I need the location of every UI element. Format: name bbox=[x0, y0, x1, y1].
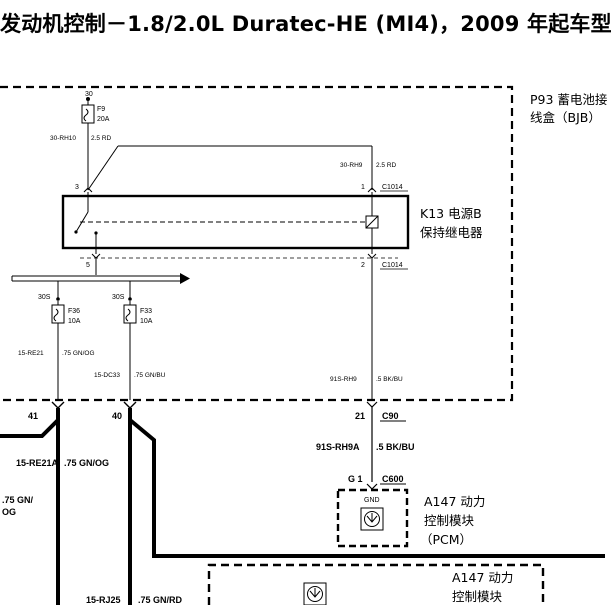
fuse-f33-feed: 30S bbox=[112, 294, 125, 301]
relay-k13 bbox=[61, 194, 410, 250]
fuse-f36-feed: 30S bbox=[38, 294, 51, 301]
connector-c600: C600 bbox=[382, 474, 404, 484]
fuse-f9 bbox=[81, 97, 95, 190]
wire-15re21-circuit: 15-RE21 bbox=[18, 350, 44, 357]
pin-40: 40 bbox=[112, 411, 122, 421]
page-title: 发动机控制－1.8/2.0L Duratec-HE (MI4)，2009 年起车… bbox=[0, 12, 612, 36]
wire-91srh9-spec: .5 BK/BU bbox=[376, 376, 403, 383]
relay-feed-wire bbox=[87, 145, 373, 191]
c600-pin: G 1 bbox=[348, 474, 363, 484]
relay-label-line2: 保持继电器 bbox=[420, 225, 483, 240]
connector-c90: C90 bbox=[382, 411, 399, 421]
bjb-enclosure bbox=[0, 85, 514, 402]
relay-label-line1: K13 电源B bbox=[420, 206, 482, 221]
relay-pin-3: 3 bbox=[75, 184, 79, 191]
pcm2-label-line2: 控制模块 bbox=[452, 589, 503, 604]
harness-wires bbox=[0, 407, 605, 605]
fuse-f36 bbox=[51, 301, 65, 400]
pin-21: 21 bbox=[355, 411, 365, 421]
fuse-f33-id: F33 bbox=[140, 308, 152, 315]
wire-15re21-spec: .75 GN/OG bbox=[62, 350, 95, 357]
wire-15rj25-circuit: 15-RJ25 bbox=[86, 595, 121, 605]
pin-41: 41 bbox=[28, 411, 38, 421]
pcm1-label-line3: （PCM） bbox=[420, 532, 472, 547]
wire-15dc33-spec: .75 GN/BU bbox=[134, 372, 166, 379]
wire-30rh9-circuit: 30-RH9 bbox=[340, 162, 363, 169]
relay-pin-1: 1 bbox=[361, 184, 365, 191]
fuse-f9-id: F9 bbox=[97, 106, 105, 113]
bus-bar bbox=[11, 273, 190, 284]
wire-left-line1: .75 GN/ bbox=[2, 495, 34, 505]
wire-15re21a-circuit: 15-RE21A bbox=[16, 458, 59, 468]
wire-91srh9a-spec: .5 BK/BU bbox=[376, 442, 415, 452]
fuse-f33 bbox=[123, 301, 137, 400]
pcm1-label-line1: A147 动力 bbox=[424, 494, 485, 509]
fuse-f33-rating: 10A bbox=[140, 318, 153, 325]
wire-15re21a-spec: .75 GN/OG bbox=[64, 458, 109, 468]
relay-connector-top: C1014 bbox=[382, 184, 403, 191]
wire-15dc33-circuit: 15-DC33 bbox=[94, 372, 120, 379]
relay-pin-2: 2 bbox=[361, 262, 365, 269]
fuse-f9-rating: 20A bbox=[97, 116, 110, 123]
wire-91srh9a-circuit: 91S-RH9A bbox=[316, 442, 360, 452]
pcm2-label-line1: A147 动力 bbox=[452, 570, 513, 585]
pcm-module-bottom bbox=[207, 563, 545, 605]
fuse-f36-id: F36 bbox=[68, 308, 80, 315]
wire-91srh9-circuit: 91S-RH9 bbox=[330, 376, 357, 383]
wire-30rh10-circuit: 30-RH10 bbox=[50, 135, 76, 142]
fuse-f36-rating: 10A bbox=[68, 318, 81, 325]
pcm1-label-line2: 控制模块 bbox=[424, 513, 475, 528]
relay-pin-5: 5 bbox=[86, 262, 90, 269]
bjb-label-line1: P93 蓄电池接 bbox=[530, 92, 608, 107]
wire-left-line2: OG bbox=[2, 507, 16, 517]
wire-30rh10-spec: 2.5 RD bbox=[91, 135, 112, 142]
pcm-ground-module bbox=[336, 488, 409, 548]
bjb-label-line2: 线盒（BJB） bbox=[530, 110, 601, 125]
wire-30rh9-spec: 2.5 RD bbox=[376, 162, 397, 169]
fuse-f9-feed: 30 bbox=[85, 91, 93, 98]
wire-15rj25-spec: .75 GN/RD bbox=[138, 595, 183, 605]
relay-connector-bottom: C1014 bbox=[382, 262, 403, 269]
pcm-gnd-label: GND bbox=[364, 497, 380, 504]
